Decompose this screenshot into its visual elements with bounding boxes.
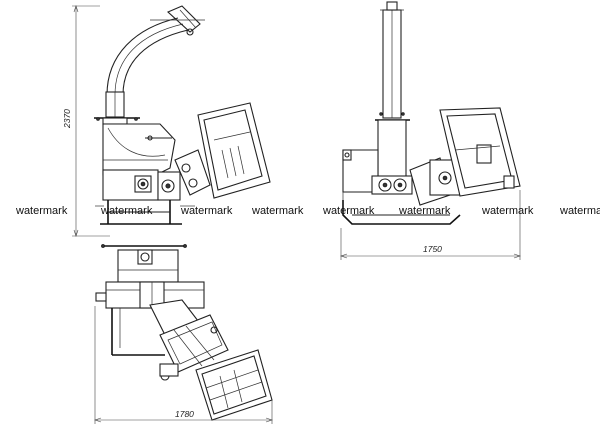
height-dimension-label: 2370 xyxy=(62,109,72,129)
top-view: 1780 xyxy=(94,244,273,424)
watermark-text: watermark xyxy=(101,205,153,217)
watermark-text: watermark xyxy=(323,205,375,217)
watermark-text: watermark xyxy=(181,205,233,217)
watermark-text: watermark xyxy=(399,205,451,217)
watermark-text: watermark xyxy=(16,205,68,217)
watermark-text: watermark xyxy=(252,205,304,217)
front-view: 2370 xyxy=(62,5,271,237)
watermark-text: watermark xyxy=(560,205,600,217)
side-width-dimension-label: 1750 xyxy=(423,244,442,254)
watermark-text: watermark xyxy=(482,205,534,217)
top-width-dimension-label: 1780 xyxy=(175,409,194,419)
side-view: 1750 xyxy=(340,1,521,260)
